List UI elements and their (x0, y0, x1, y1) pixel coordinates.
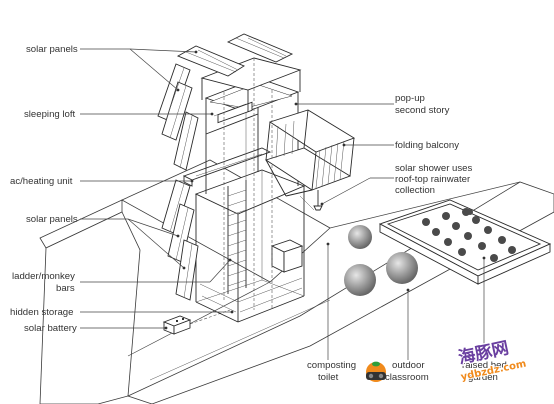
label-shower-line1: solar shower uses (395, 163, 473, 174)
label-shower-line3: collection (395, 185, 435, 196)
solar-shower (313, 190, 323, 211)
label-hidden-storage: hidden storage (10, 307, 73, 318)
right-leaders (294, 102, 486, 360)
side-solar-panels-upper (157, 63, 199, 171)
composting-toilet (270, 239, 304, 273)
treehouse-tower (157, 33, 356, 323)
label-garden-line2: garden (468, 372, 498, 383)
left-leaders (80, 48, 234, 330)
label-solar-panels-top: solar panels (26, 44, 78, 55)
label-solar-battery: solar battery (24, 323, 77, 334)
label-folding-balcony: folding balcony (395, 140, 459, 151)
folding-balcony (264, 109, 356, 211)
raised-bed-garden (378, 199, 552, 285)
label-popup-line2: second story (395, 105, 450, 116)
roof-solar-panels (176, 33, 294, 77)
label-toilet-line2: toilet (318, 372, 339, 383)
label-ladder-line2: bars (56, 283, 75, 294)
label-classroom-line2: classroom (385, 372, 429, 383)
garden-plants (422, 208, 516, 262)
label-shower-line2: roof-top rainwater (395, 174, 471, 185)
label-sleeping-loft: sleeping loft (24, 109, 76, 120)
label-ac-heating: ac/heating unit (10, 176, 73, 187)
solar-battery (162, 309, 231, 335)
outdoor-classroom-stools (344, 225, 418, 296)
label-popup-line1: pop-up (395, 93, 425, 104)
label-garden-line1: raised bed (462, 360, 507, 371)
label-solar-panels-bottom: solar panels (26, 214, 78, 225)
label-toilet-line1: composting (307, 360, 356, 371)
side-solar-panels-lower (161, 179, 199, 301)
label-classroom-line1: outdoor (392, 360, 425, 371)
label-ladder-line1: ladder/monkey (12, 271, 75, 282)
watermark-logo-icon (366, 361, 386, 382)
ladder (227, 180, 247, 294)
